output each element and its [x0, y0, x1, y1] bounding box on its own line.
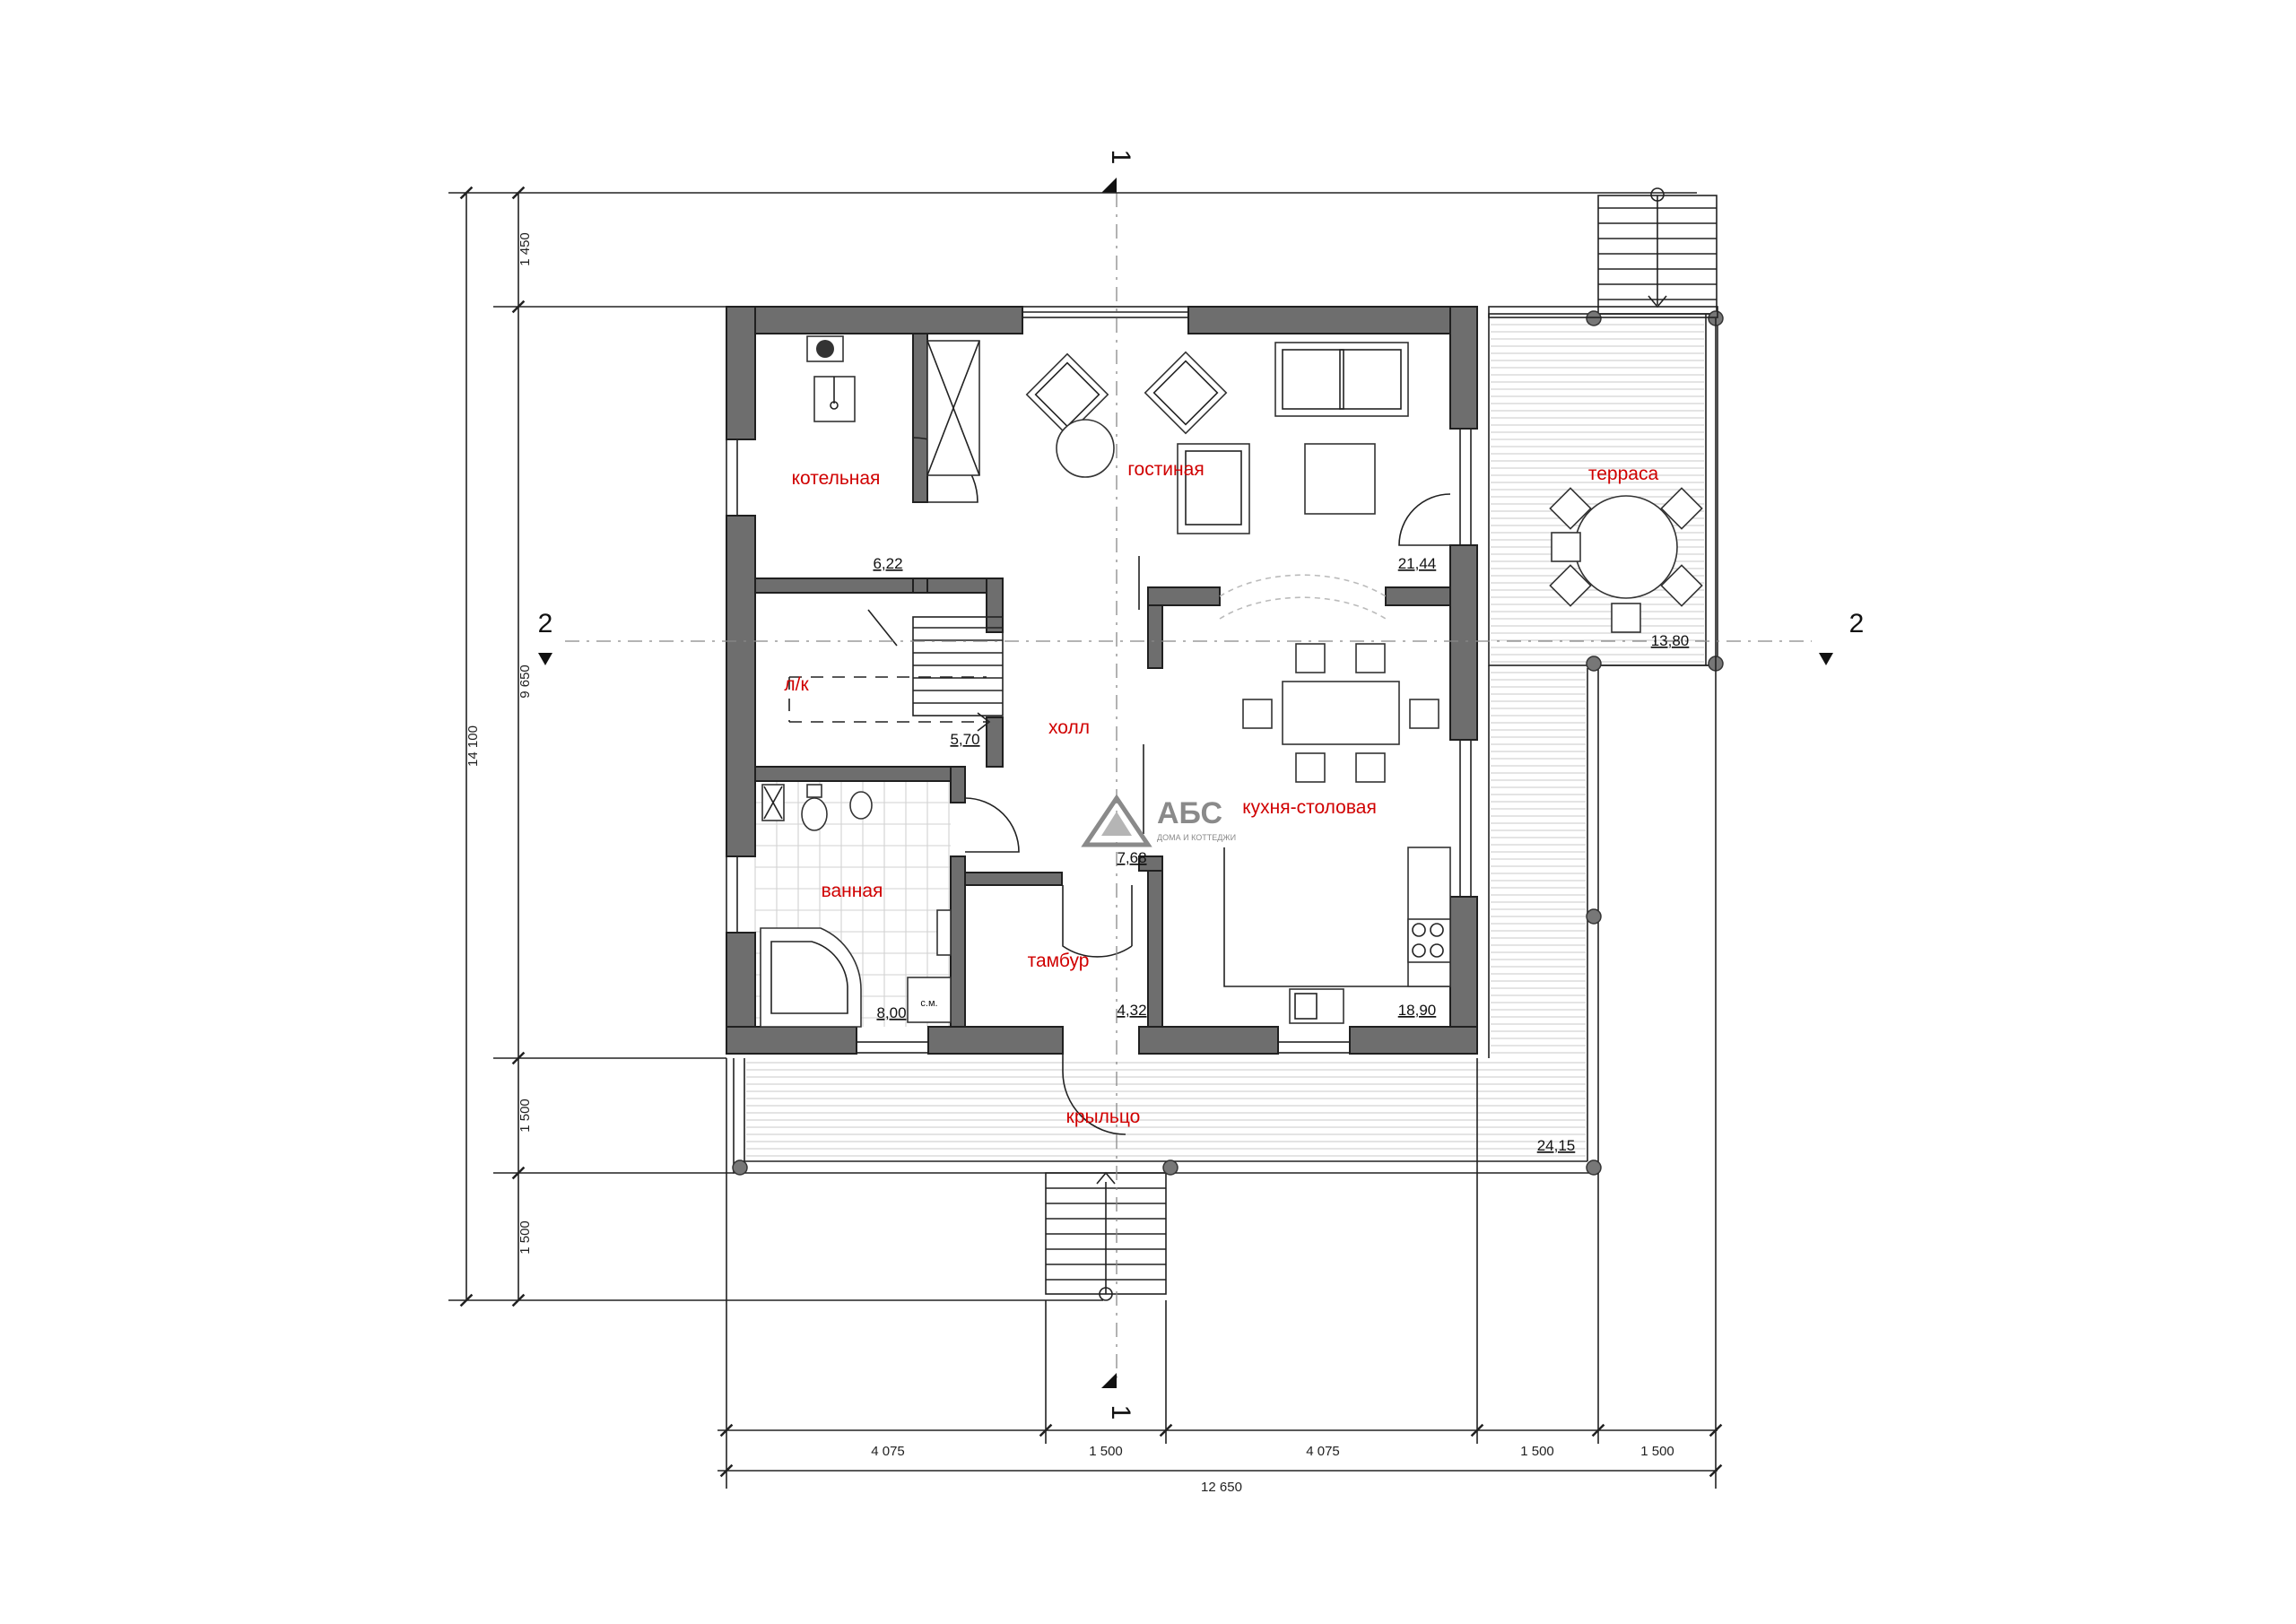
kitchen-counter	[1223, 847, 1451, 1024]
room-vestibule: тамбур	[1028, 951, 1090, 971]
area-hall: 7,68	[1117, 849, 1146, 866]
dim-bottom-2: 1 500	[1089, 1444, 1123, 1459]
interior-stairs	[788, 609, 1004, 732]
dim-bottom-5: 1 500	[1640, 1444, 1674, 1459]
dim-left-4: 1 500	[517, 1220, 533, 1255]
room-porch: крыльцо	[1066, 1107, 1141, 1127]
room-kitchen: кухня-столовая	[1242, 797, 1377, 818]
area-vestibule: 4,32	[1117, 1002, 1146, 1019]
living-furniture	[1025, 342, 1409, 534]
dim-total-width: 12 650	[1201, 1480, 1242, 1495]
doors	[912, 437, 1451, 1135]
area-terrace: 13,80	[1651, 632, 1690, 649]
section-2-right: 2	[1849, 609, 1865, 638]
room-bath: ванная	[822, 881, 883, 901]
label-washer: с.м.	[920, 998, 937, 1009]
terrace-furniture	[1549, 487, 1703, 633]
section-2-left: 2	[538, 609, 553, 638]
dim-bottom-1: 4 075	[871, 1444, 905, 1459]
dim-left-1: 1 450	[517, 232, 533, 266]
company-logo: АБС ДОМА И КОТТЕДЖИ	[1081, 794, 1236, 847]
area-boiler: 6,22	[873, 555, 902, 572]
dimension-lines	[448, 193, 1718, 1489]
area-bath: 8,00	[876, 1004, 906, 1021]
bath-fixtures	[760, 784, 952, 1028]
room-living: гостиная	[1127, 459, 1204, 480]
dim-bottom-4: 1 500	[1520, 1444, 1554, 1459]
section-lines	[538, 178, 1833, 1388]
porch-floor	[733, 664, 1718, 1174]
area-stairs: 5,70	[950, 731, 979, 748]
room-stairs: л/к	[784, 674, 809, 695]
svg-text:ДОМА И КОТТЕДЖИ: ДОМА И КОТТЕДЖИ	[1157, 833, 1236, 842]
dining-furniture	[1242, 643, 1439, 783]
area-kitchen: 18,90	[1398, 1002, 1437, 1019]
section-1-bottom: 1	[1106, 1405, 1135, 1420]
area-porch: 24,15	[1537, 1137, 1576, 1154]
porch-steps	[1045, 1171, 1167, 1301]
room-hall: холл	[1048, 717, 1090, 738]
room-boiler: котельная	[792, 468, 881, 489]
area-living: 21,44	[1398, 555, 1437, 572]
walls	[726, 306, 1478, 1055]
boiler-equipment	[806, 335, 980, 476]
dim-left-3: 1 500	[517, 1099, 533, 1133]
terrace-steps	[1597, 187, 1718, 315]
svg-text:АБС: АБС	[1157, 796, 1222, 830]
dim-bottom-3: 4 075	[1306, 1444, 1340, 1459]
section-1-top: 1	[1106, 150, 1135, 165]
terrace-floor	[1488, 313, 1718, 666]
dim-total-height: 14 100	[465, 725, 481, 767]
dim-left-2: 9 650	[517, 664, 533, 699]
room-terrace: терраса	[1588, 464, 1659, 484]
